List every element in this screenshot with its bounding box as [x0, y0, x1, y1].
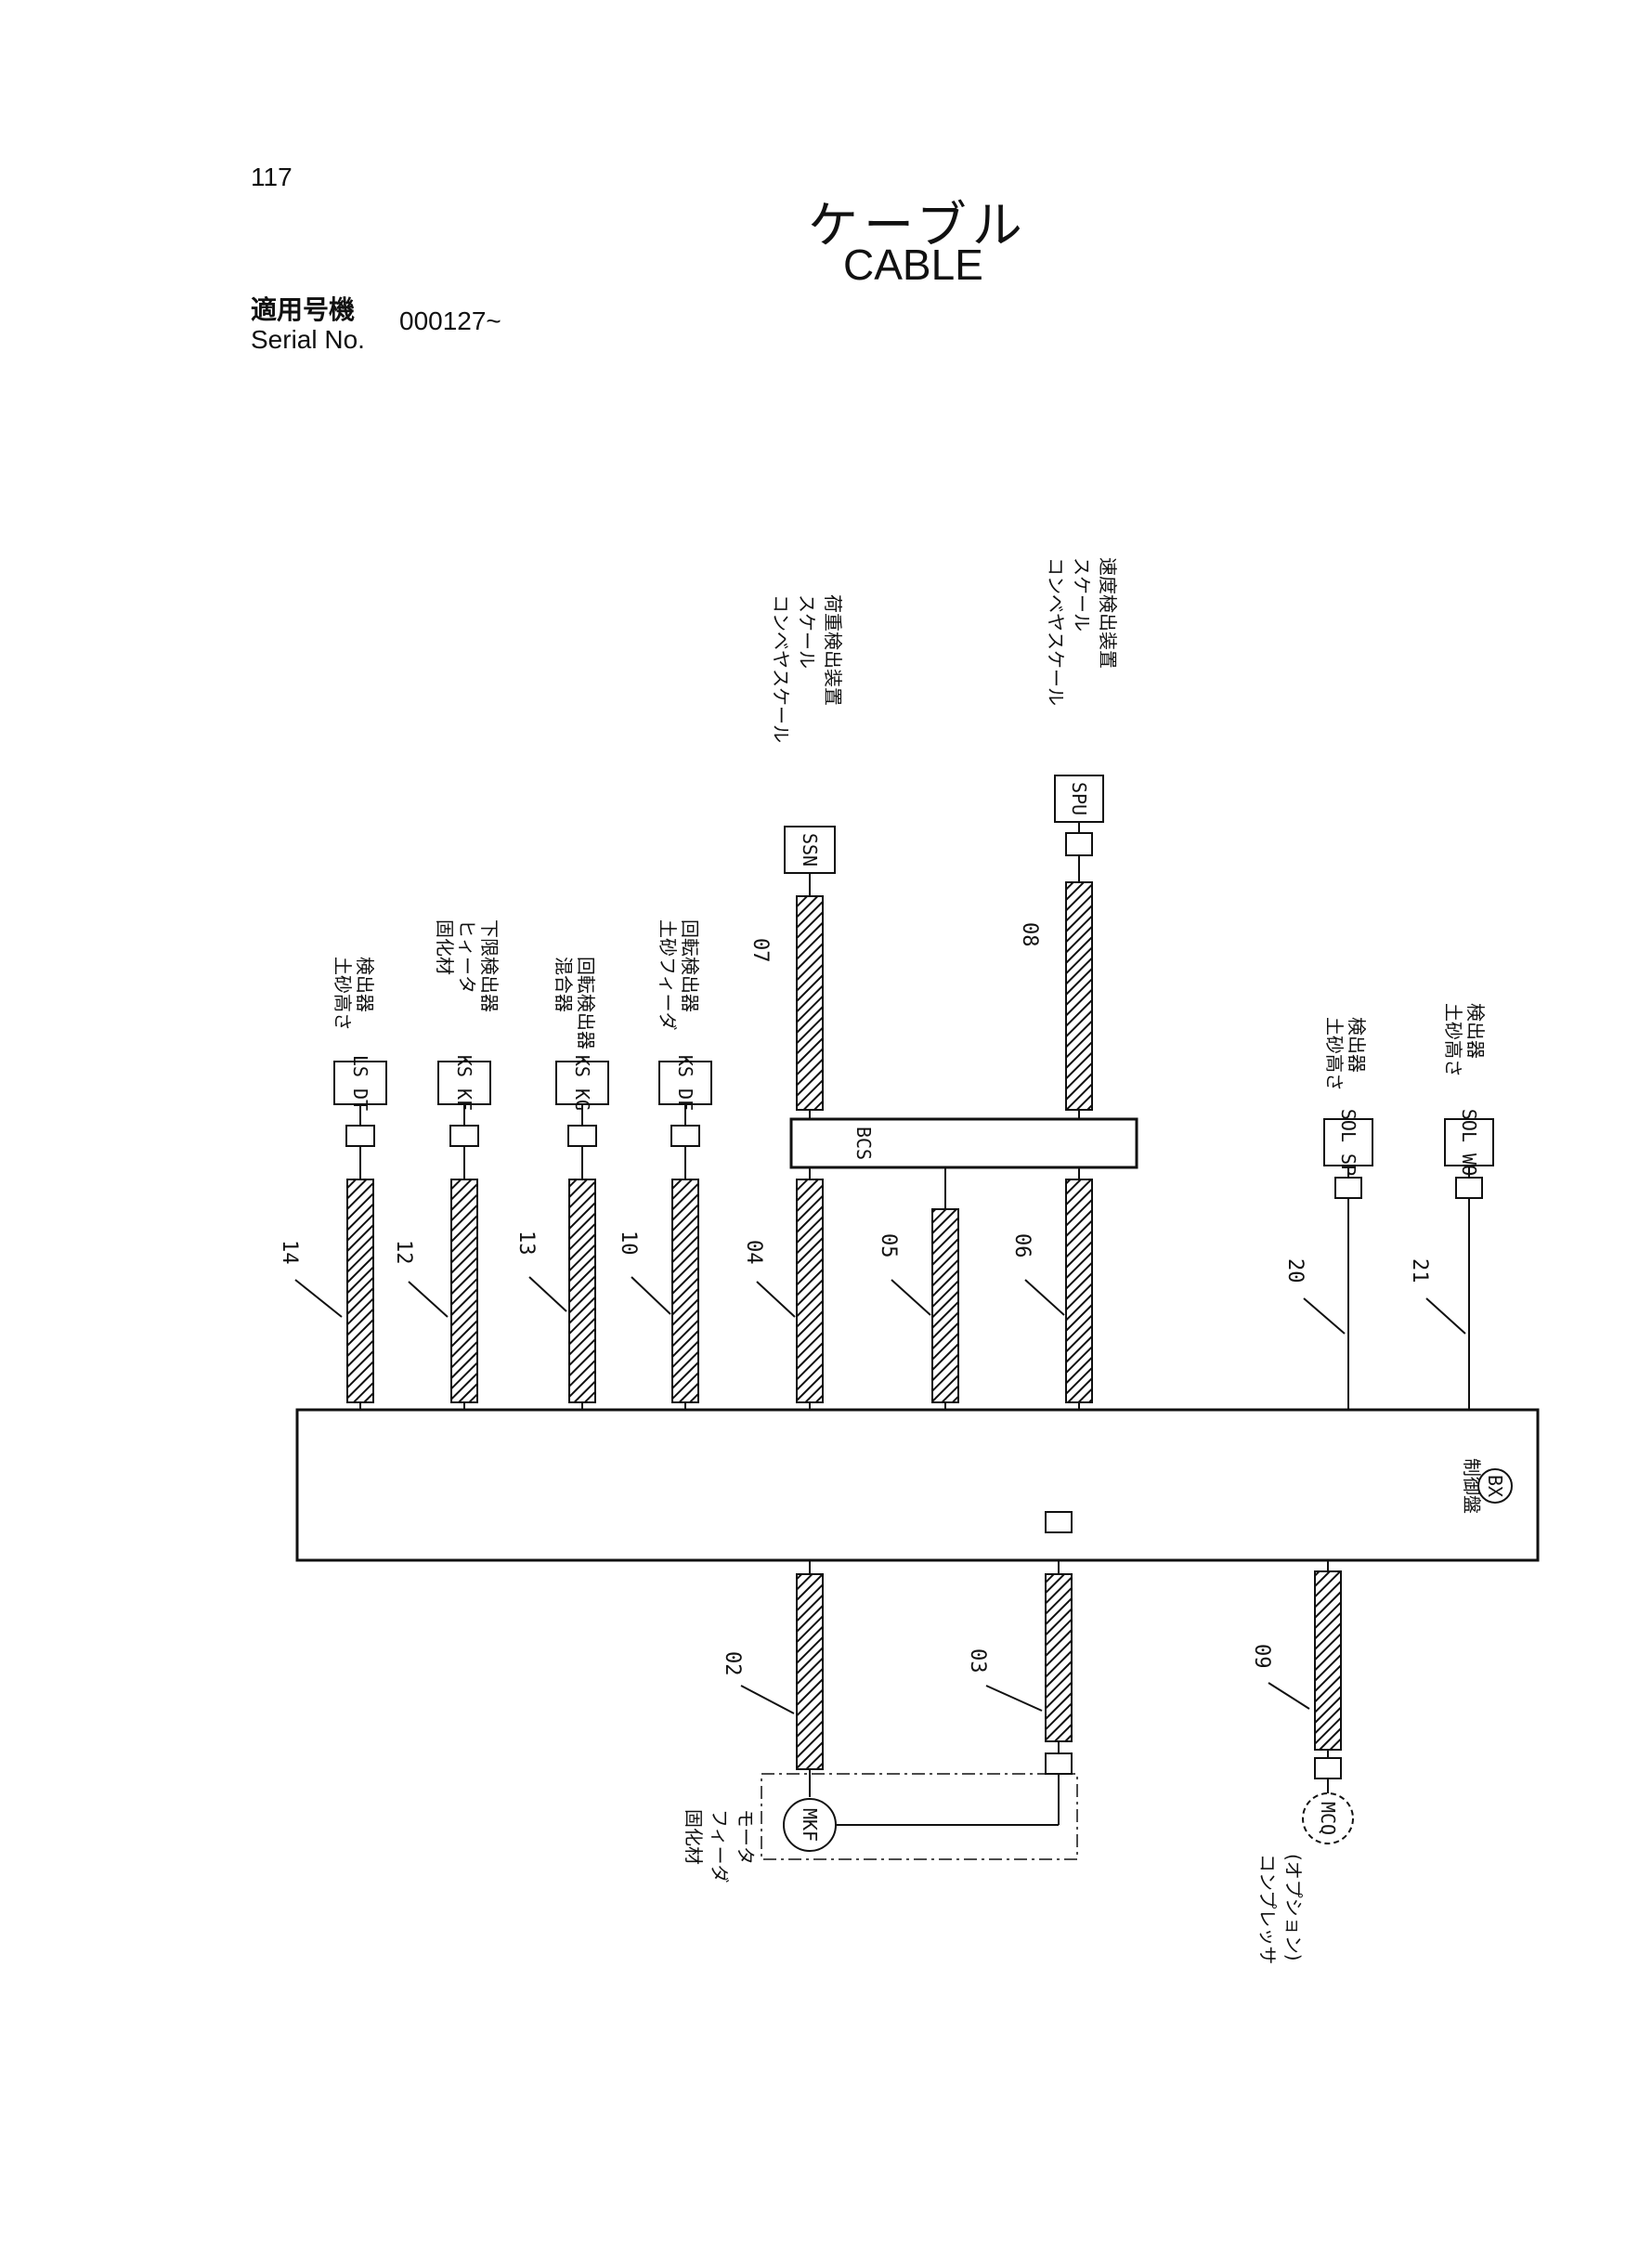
device-code-ssn: SSN [799, 833, 821, 866]
cable-number-21: 21 [1408, 1258, 1431, 1283]
cable-number-10: 10 [617, 1231, 640, 1256]
device-code-solsp: SOL SP [1337, 1109, 1359, 1176]
svg-text:検出器: 検出器 [1464, 1003, 1487, 1059]
junction-box-bcs [789, 1117, 1138, 1169]
top-device-descriptions: 土砂高さ検出器 固化材ヒィータ下限検出器 混合器回転検出器 土砂フィーダ回転検出… [332, 557, 1487, 1091]
cable-number-03: 03 [966, 1648, 989, 1674]
cable-number-14: 14 [278, 1240, 301, 1265]
cable-number-12: 12 [392, 1240, 415, 1265]
svg-text:土砂高さ: 土砂高さ [1442, 1003, 1464, 1077]
svg-text:コンベヤスケール: コンベヤスケール [770, 594, 792, 743]
svg-text:荷重検出装置: 荷重検出装置 [822, 594, 844, 706]
bottom-cables: MKF MCQ 02 03 09 固化材フィーダモータ コンプレッサ(オプション… [683, 1511, 1354, 1964]
svg-text:速度検出装置: 速度検出装置 [1097, 557, 1119, 669]
bx-circle [1477, 1468, 1513, 1504]
svg-text:土砂高さ: 土砂高さ [332, 957, 354, 1031]
svg-text:土砂フィーダ: 土砂フィーダ [657, 919, 679, 1031]
cable-number-09: 09 [1250, 1644, 1273, 1669]
svg-text:土砂高さ: 土砂高さ [1323, 1017, 1346, 1091]
motor-unit-boundary [761, 1773, 1078, 1860]
top-cables: LS DT KS KF KS KG KS DF SSN S [333, 775, 1494, 1410]
device-code-kskf: KS KF [453, 1055, 475, 1111]
svg-text:スケール: スケール [796, 594, 818, 669]
cable-number-05: 05 [877, 1233, 900, 1258]
serial-value: 000127~ [399, 306, 501, 335]
device-code-spu: SPU [1068, 782, 1090, 815]
cable-number-04: 04 [742, 1240, 765, 1265]
compressor-mcq [1302, 1792, 1354, 1844]
serial-label-jp: 適用号機 [251, 294, 356, 325]
svg-text:モータ: モータ [735, 1809, 757, 1865]
cable-number-labels: 14 12 13 10 04 05 06 20 21 07 08 [278, 922, 1466, 1335]
svg-text:フィーダ: フィーダ [709, 1809, 731, 1883]
svg-text:混合器: 混合器 [553, 957, 575, 1012]
svg-text:固化材: 固化材 [683, 1809, 705, 1865]
svg-text:回転検出器: 回転検出器 [679, 919, 701, 1012]
page-number: 117 [251, 163, 293, 191]
device-code-mcq: MCQ [1317, 1802, 1339, 1835]
cable-number-13: 13 [514, 1231, 538, 1256]
svg-text:コンプレッサ: コンプレッサ [1256, 1854, 1279, 1964]
serial-label-en: Serial No. [251, 325, 365, 354]
cable-number-07: 07 [748, 938, 772, 963]
cable-number-02: 02 [721, 1651, 744, 1676]
svg-text:(オプション): (オプション) [1282, 1854, 1305, 1961]
device-code-kskg: KS KG [571, 1055, 593, 1111]
cable-number-20: 20 [1283, 1258, 1307, 1283]
svg-text:スケール: スケール [1071, 557, 1093, 632]
cable-number-08: 08 [1018, 922, 1041, 947]
control-panel-box [295, 1408, 1540, 1562]
device-code-lsdt: LS DT [349, 1055, 371, 1111]
svg-text:コンベヤスケール: コンベヤスケール [1045, 557, 1067, 706]
svg-text:下限検出器: 下限検出器 [478, 919, 501, 1012]
cable-number-06: 06 [1010, 1233, 1034, 1258]
svg-text:検出器: 検出器 [354, 957, 376, 1012]
bx-code: BX [1484, 1475, 1506, 1497]
svg-text:回転検出器: 回転検出器 [575, 957, 597, 1049]
page-title-jp: ケーブル [808, 196, 1028, 254]
bcs-code: BCS [852, 1127, 875, 1160]
svg-text:固化材: 固化材 [434, 919, 456, 975]
device-code-solwo: SOL WO [1458, 1109, 1480, 1176]
device-code-ksdf: KS DF [674, 1055, 696, 1111]
svg-text:ヒィータ: ヒィータ [456, 919, 478, 994]
device-code-mkf: MKF [799, 1808, 821, 1842]
page-title-en: CABLE [843, 241, 983, 289]
svg-text:検出器: 検出器 [1346, 1017, 1368, 1073]
